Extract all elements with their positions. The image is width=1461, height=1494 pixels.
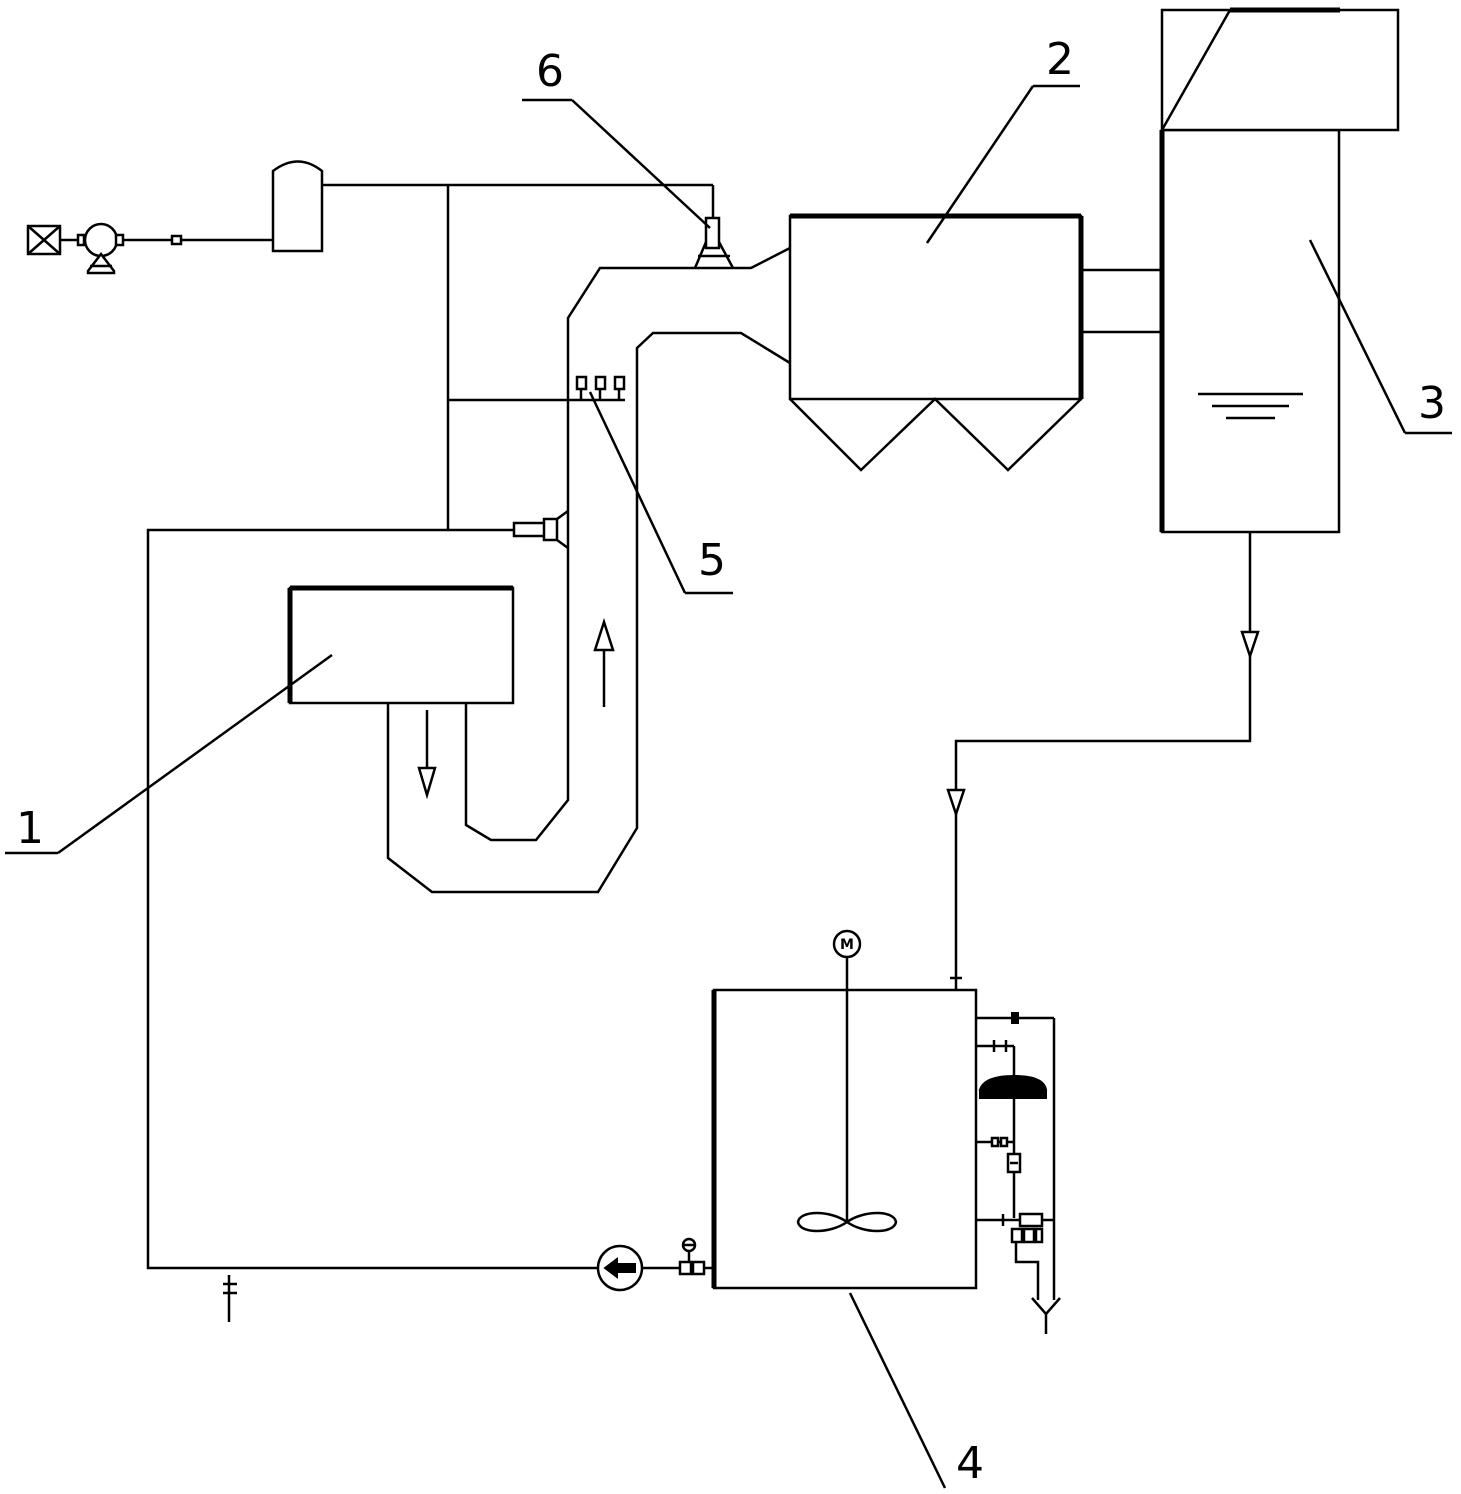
- tank-instrumentation: [976, 1012, 1061, 1334]
- slurry-return-line: [946, 532, 1260, 990]
- label-5: 5: [588, 391, 733, 595]
- flange-icon: [223, 1275, 237, 1322]
- label-3: 3: [1308, 239, 1452, 435]
- check-valve-icon: [170, 234, 183, 246]
- outlet-valve-icon: [678, 1237, 706, 1276]
- filter-box-icon: [26, 224, 62, 256]
- label-4: 4: [848, 1292, 984, 1489]
- svg-text:6: 6: [536, 46, 564, 97]
- control-valve-icon: [1010, 1212, 1044, 1244]
- flow-arrow-down-icon: [1240, 630, 1260, 660]
- dust-collector: [788, 213, 1084, 472]
- flow-arrow-down-icon: [946, 788, 966, 818]
- flue-duct: [386, 246, 791, 894]
- agitator-impeller-icon: [796, 1211, 898, 1233]
- label-6: 6: [522, 46, 711, 229]
- liquid-level-icon: [1198, 392, 1303, 420]
- drain-outlet-icon: [1031, 1297, 1061, 1334]
- side-injector: [512, 509, 569, 550]
- motor-icon: M: [832, 929, 862, 959]
- level-gauge-icon: [978, 1074, 1048, 1091]
- circulation-pump-icon: [596, 1244, 644, 1292]
- mixing-tank: M: [711, 929, 978, 1290]
- svg-text:5: 5: [698, 535, 726, 586]
- flow-arrow-down-icon: [417, 710, 437, 800]
- label-2: 2: [925, 34, 1080, 244]
- recirculation-line: [146, 528, 714, 1322]
- flow-arrow-up-icon: [593, 617, 615, 707]
- air-distribution-lines: [322, 183, 715, 530]
- air-compressor-group: [26, 160, 324, 275]
- svg-text:3: 3: [1418, 378, 1446, 429]
- air-tank: [271, 160, 324, 253]
- svg-text:2: 2: [1046, 34, 1074, 85]
- svg-text:1: 1: [16, 803, 44, 854]
- spray-nozzle-6: [693, 216, 735, 269]
- duct-connector: [1081, 268, 1162, 334]
- nozzle-array-5: [575, 375, 626, 400]
- absorption-tower: [1159, 7, 1400, 534]
- air-compressor-icon: [83, 222, 119, 275]
- boiler-unit: [287, 585, 515, 705]
- svg-text:M: M: [840, 937, 854, 953]
- label-1: 1: [5, 653, 333, 855]
- svg-text:4: 4: [956, 1438, 984, 1489]
